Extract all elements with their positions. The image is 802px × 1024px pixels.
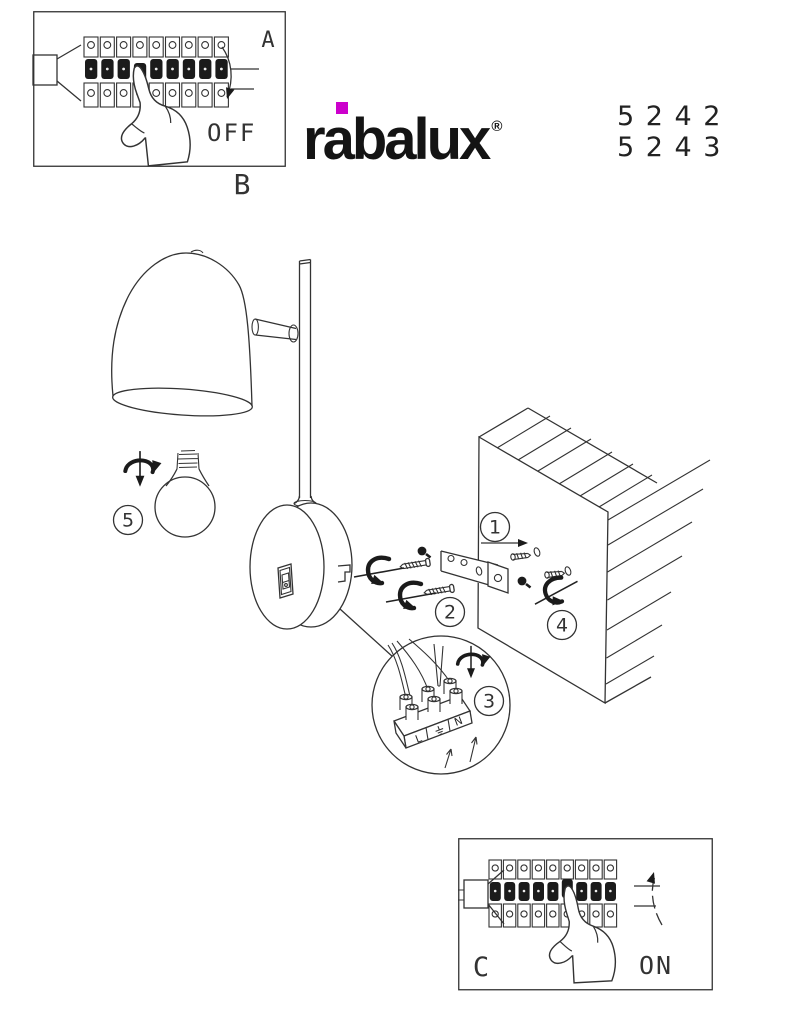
panel-b-label: B: [233, 168, 251, 201]
screw-head-icon-2: [416, 545, 432, 559]
breaker-bottom-row: [488, 903, 618, 928]
breaker-top-row: [83, 36, 229, 58]
lamp-rod: [293, 258, 317, 508]
step-2-number: 2: [444, 602, 456, 624]
off-box-frame: [33, 11, 286, 167]
screw-side-icon: [398, 557, 432, 572]
breaker-top-row: [488, 859, 618, 880]
screwdriver-blade-icon: [433, 643, 444, 687]
installation-diagram: 1 4 2: [111, 249, 711, 775]
step-4-marker: 4: [546, 609, 578, 641]
power-off-diagram: A OFF: [32, 11, 286, 170]
wall-side-hatching: [605, 459, 711, 685]
off-label: OFF: [207, 119, 256, 147]
screwdriver-turn-icon-2a: [354, 558, 404, 588]
drill-hole-2: [564, 566, 572, 576]
model-number-1: 5 2 4 2: [617, 101, 722, 132]
step-5-marker: 5: [112, 504, 144, 536]
light-bulb: [154, 449, 216, 538]
wall-lamp: [111, 249, 353, 630]
panel-c-label: C: [473, 952, 489, 983]
terminal-strip: L N: [393, 695, 473, 749]
lamp-arm: [251, 318, 299, 343]
step-2-hardware: 2: [354, 545, 466, 628]
step-1-marker: 1: [479, 511, 528, 547]
step-5-number: 5: [122, 510, 134, 532]
brand-logo: rabalux®: [303, 98, 563, 169]
screwdriver-turn-icon-2b: [386, 583, 436, 613]
panel-a-label: A: [261, 28, 274, 53]
breaker-toggles-off: [85, 59, 228, 83]
breaker-panel-on: [458, 859, 660, 928]
mounting-bracket: [440, 550, 509, 594]
model-number-2: 5 2 4 3: [617, 132, 722, 163]
drill-hole: [533, 547, 541, 557]
logo-accent-square: [336, 102, 348, 114]
wall-top-hatching: [496, 415, 653, 508]
step-4-number: 4: [556, 615, 568, 637]
terminal-detail: L N 3: [371, 635, 511, 775]
step-3-number: 3: [483, 691, 495, 713]
terminal-label-n: N: [453, 715, 465, 729]
registered-trademark: ®: [491, 118, 503, 135]
wire-entry-arrows: [444, 736, 478, 769]
switch-down-arrow-icon: [221, 46, 235, 101]
breaker-panel-off: [32, 36, 259, 108]
wall: [477, 407, 711, 705]
bulb-turn-icon: [125, 451, 161, 487]
detail-leader-line: [339, 608, 394, 658]
model-numbers: 5 2 4 2 5 2 4 3: [617, 101, 727, 163]
power-on-diagram: C ON: [458, 838, 713, 991]
on-label: ON: [639, 951, 673, 980]
step-1-number: 1: [489, 517, 501, 539]
terminal-label-l: L: [414, 732, 424, 745]
hanging-hook: [337, 564, 351, 583]
lamp-base: [249, 502, 353, 630]
on-box-frame: [458, 838, 713, 991]
breaker-toggles-on: [489, 879, 616, 901]
switch-up-arrow-icon: [646, 870, 663, 926]
earth-ground-icon: [435, 726, 444, 736]
rocker-switch: [277, 563, 294, 599]
brand-logo-text: rabalux: [303, 107, 491, 172]
lamp-shade: [111, 249, 253, 417]
